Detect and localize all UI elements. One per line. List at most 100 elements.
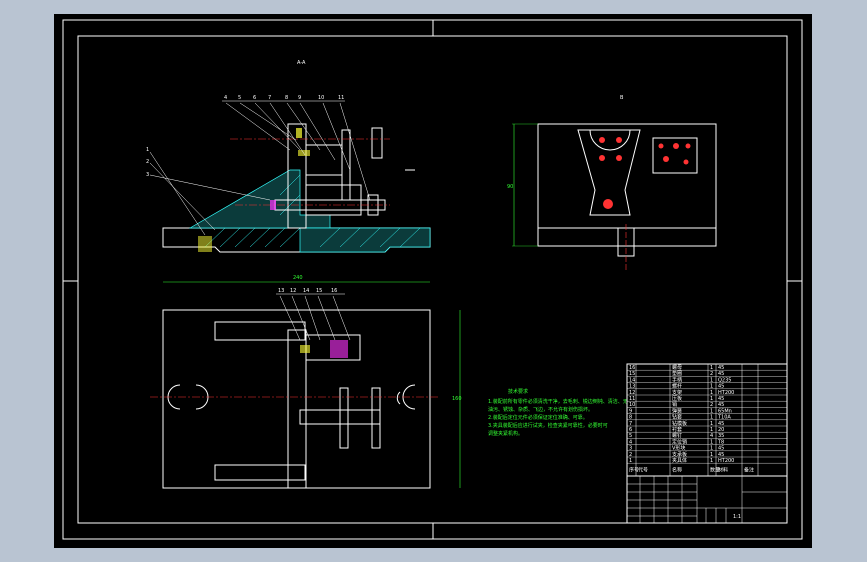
title-block-grid (627, 476, 787, 523)
bom-cell: V形块 (672, 445, 685, 452)
bom-cell: 9 (629, 408, 632, 414)
bom-header-cell: 代号 (638, 466, 648, 473)
bom-cell: 45 (718, 365, 724, 371)
bom-cell: 手柄 (672, 376, 682, 383)
side-height-dim: 90 (507, 184, 513, 190)
front-balloons: 4 5 6 7 8 9 10 11 1 2 3 (146, 95, 344, 178)
bom-cell: 10 (629, 402, 635, 408)
bom-cell: Q235 (718, 377, 731, 383)
drawing-canvas (54, 14, 812, 548)
bom-cell: 3 (629, 446, 632, 452)
top-upper-block (214, 321, 306, 341)
title-block-frame (626, 475, 788, 524)
notes-line-5: 调整夹紧机构。 (488, 430, 523, 437)
balloon-4: 4 (224, 95, 227, 101)
scale-value: 1:1 (733, 514, 741, 520)
bom-cell: 5 (629, 433, 632, 439)
top-column (287, 329, 307, 489)
balloon-9: 9 (298, 95, 301, 101)
bom-cell: 1 (710, 446, 713, 452)
balloon-15: 15 (316, 288, 322, 294)
balloon-5: 5 (238, 95, 241, 101)
bom-cell: 7 (629, 421, 632, 427)
bom-cell: 15 (629, 371, 635, 377)
base-section-hatch (299, 227, 431, 253)
front-section-view[interactable]: A-A (146, 60, 431, 253)
bom-cell: 1 (710, 408, 713, 414)
balloon-7: 7 (268, 95, 271, 101)
notes-line-3: 2.装配后定位元件必须保证定位准确、可靠。 (488, 414, 588, 421)
side-view-title: B (620, 95, 624, 101)
bottom-bolt (198, 236, 212, 252)
bom-cell: T10A (717, 415, 731, 421)
bom-cell: 8 (629, 415, 632, 421)
balloon-11: 11 (338, 95, 344, 101)
bom-cell: 1 (710, 421, 713, 427)
bom-header-cell: 材料 (718, 466, 728, 473)
bom-cell: 1 (710, 415, 713, 421)
top-width-dim: 240 (293, 275, 303, 281)
bom-cell: 1 (710, 452, 713, 458)
bom-cell: HT200 (718, 390, 734, 396)
bom-cell: 2 (629, 452, 632, 458)
bom-header-cell: 数量 (710, 466, 720, 473)
bom-cell: 45 (718, 452, 724, 458)
bom-cell: 螺母 (672, 364, 682, 371)
bom-cell: 1 (710, 427, 713, 433)
bom-cell: 20 (718, 427, 724, 433)
handle-knob (371, 127, 383, 159)
bom-cell: 1 (710, 458, 713, 464)
bom-cell: 45 (718, 371, 724, 377)
bom-cell: 弹簧 (672, 407, 682, 414)
notes-line-2: 油污、锈蚀、杂质、飞边，不允许有划伤损坏。 (488, 406, 593, 413)
title-block: 1:1 (626, 475, 788, 524)
balloon-1: 1 (146, 147, 149, 153)
balloon-3: 3 (146, 172, 149, 178)
top-view[interactable]: 240 160 13 12 14 15 16 (150, 275, 462, 489)
v-block-outline (577, 129, 641, 216)
bom-cell: 2 (710, 371, 713, 377)
bom-cell: 支架 (672, 389, 682, 396)
bom-cell: 1 (629, 458, 632, 464)
clamp-plate (652, 137, 698, 174)
balloon-6: 6 (253, 95, 256, 101)
bom-cell: 1 (710, 396, 713, 402)
bom-cell: 1 (710, 377, 713, 383)
bolt-mid (298, 150, 310, 156)
bom-cell: 12 (629, 390, 635, 396)
balloon-8: 8 (285, 95, 288, 101)
bom-cell: 定位销 (672, 438, 687, 445)
bolt-top (296, 128, 302, 138)
bom-cell: 4 (710, 433, 713, 439)
top-screw-wheel-b (371, 387, 381, 449)
bom-cell: 11 (629, 396, 635, 402)
bom-cell: 4 (629, 439, 632, 445)
bom-cell: 35 (718, 433, 724, 439)
bom-cell: 支承板 (672, 451, 687, 458)
bom-cell: 45 (718, 402, 724, 408)
bom-columns (635, 364, 759, 476)
bom-cell: 垫圈 (672, 370, 682, 377)
bom-cell: 1 (710, 390, 713, 396)
bom-cell: 16 (629, 365, 635, 371)
bom-cell: T8 (717, 439, 724, 445)
clamp-holes (658, 143, 691, 165)
bom-cell: 13 (629, 384, 635, 390)
bom-cell: 6 (629, 427, 632, 433)
top-bolt (300, 345, 310, 353)
bom-cell: 45 (718, 396, 724, 402)
front-view-title: A-A (297, 60, 306, 66)
bom-cell: 65Mn (718, 408, 732, 414)
top-screw-wheel-a (339, 387, 349, 449)
bom-cell: 衬套 (672, 426, 682, 433)
v-block-arc (589, 129, 631, 151)
balloon-10: 10 (318, 95, 324, 101)
technical-requirements: 技术要求 1.装配前所有零件必须清洗干净，去毛刺、锐边倒钝、清洁、无 油污、锈蚀… (488, 388, 628, 437)
bom-header-cell: 名称 (672, 466, 682, 473)
side-view[interactable]: B 90 (507, 95, 717, 270)
balloon-2: 2 (146, 159, 149, 165)
